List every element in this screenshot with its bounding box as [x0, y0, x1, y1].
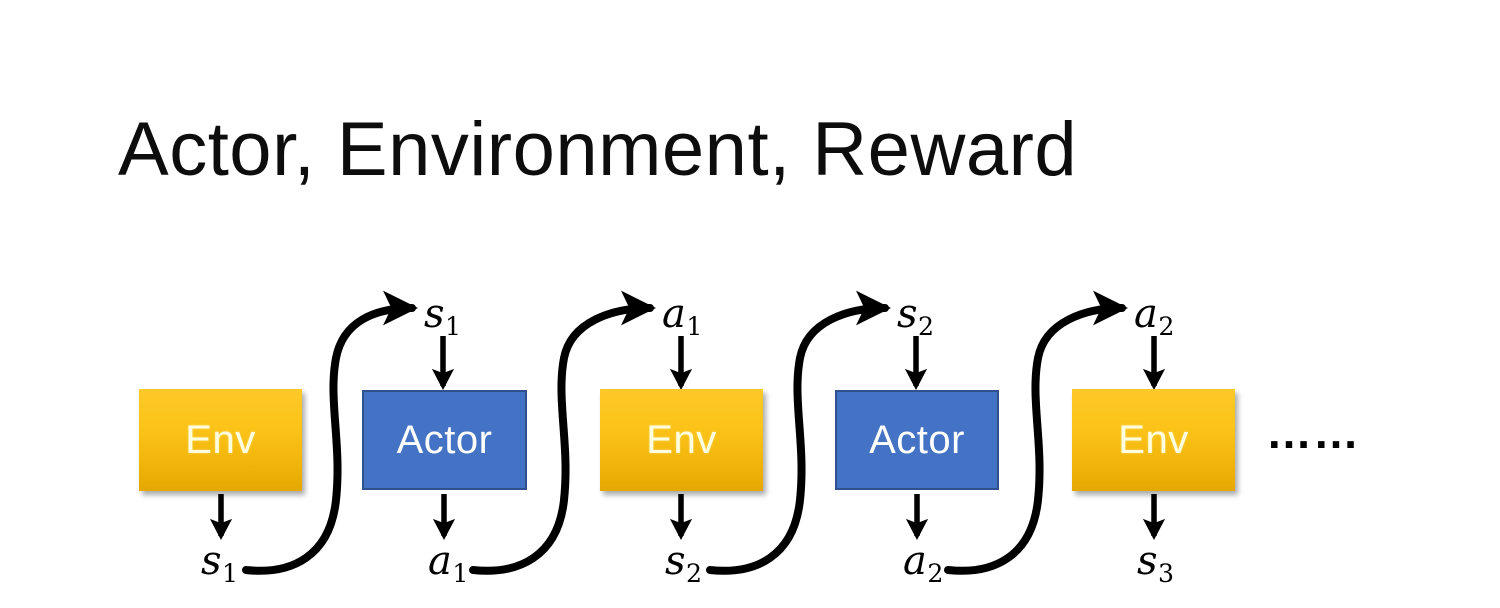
var-sub: 2 [686, 558, 703, 588]
label-action-a2-bottom: a2 [903, 538, 943, 586]
feedback-curve-3 [706, 290, 892, 575]
label-action-a1-bottom: a1 [428, 538, 468, 586]
var-base: a [428, 538, 452, 584]
feedback-curve-2 [469, 290, 657, 575]
node-actor-2[interactable]: Actor [835, 390, 999, 490]
feedback-curve-4 [944, 290, 1129, 575]
var-base: a [662, 291, 686, 337]
var-sub: 1 [445, 311, 462, 341]
var-sub: 2 [1158, 311, 1175, 341]
var-base: s [201, 538, 222, 584]
node-env-3[interactable]: Env [1072, 389, 1235, 491]
label-state-s3-bottom: s3 [1137, 538, 1174, 586]
node-env-2-label: Env [646, 418, 717, 462]
vertical-arrows-out-of-boxes [209, 494, 1166, 541]
label-action-a1-top: a1 [662, 291, 702, 339]
var-sub: 1 [452, 558, 469, 588]
var-base: s [424, 291, 445, 337]
node-env-1-label: Env [185, 418, 256, 462]
var-base: s [665, 538, 686, 584]
node-actor-1[interactable]: Actor [362, 390, 527, 490]
node-actor-2-label: Actor [869, 418, 965, 462]
var-sub: 1 [686, 311, 703, 341]
var-base: a [1134, 291, 1158, 337]
page-title: Actor, Environment, Reward [118, 107, 1078, 192]
var-sub: 3 [1158, 558, 1175, 588]
label-action-a2-top: a2 [1134, 291, 1174, 339]
node-env-1[interactable]: Env [139, 389, 302, 491]
label-state-s2-top: s2 [897, 291, 934, 339]
feedback-curves [242, 290, 1129, 575]
var-sub: 1 [222, 558, 239, 588]
label-state-s1-bottom: s1 [201, 538, 238, 586]
var-base: s [1137, 538, 1158, 584]
node-env-3-label: Env [1118, 418, 1189, 462]
node-env-2[interactable]: Env [600, 389, 763, 491]
feedback-curve-1 [242, 290, 419, 575]
label-state-s1-top: s1 [424, 291, 461, 339]
var-base: s [897, 291, 918, 337]
var-sub: 2 [918, 311, 935, 341]
label-state-s2-bottom: s2 [665, 538, 702, 586]
var-sub: 2 [927, 558, 944, 588]
vertical-arrows-into-boxes [431, 336, 1166, 391]
var-base: a [903, 538, 927, 584]
continuation-ellipsis: …… [1266, 406, 1360, 458]
node-actor-1-label: Actor [396, 418, 493, 462]
